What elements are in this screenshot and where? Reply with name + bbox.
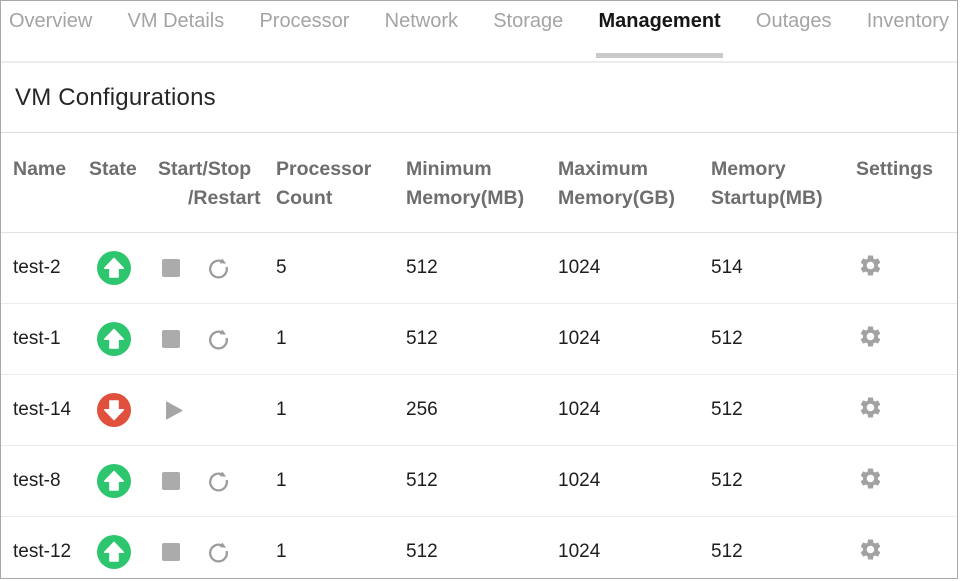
- table-row: test-1: [1, 303, 957, 375]
- table-body: test-2: [1, 232, 957, 578]
- minimum-memory: 512: [406, 445, 558, 517]
- vm-name: test-12: [1, 516, 89, 578]
- table-row: test-8: [1, 445, 957, 517]
- gear-icon[interactable]: [858, 324, 883, 349]
- tab-network[interactable]: Network: [385, 1, 458, 61]
- processor-count: 1: [276, 516, 406, 578]
- arrow-down-circle-icon: [97, 393, 131, 427]
- play-icon[interactable]: [162, 399, 185, 422]
- tab-label: Inventory: [866, 10, 949, 32]
- minimum-memory: 512: [406, 516, 558, 578]
- column-header: Memory Startup(MB): [711, 133, 856, 233]
- gear-icon[interactable]: [858, 395, 883, 420]
- vm-name: test-8: [1, 445, 89, 517]
- column-header: Maximum Memory(GB): [558, 133, 711, 233]
- maximum-memory: 1024: [558, 516, 711, 578]
- page-title: VM Configurations: [15, 84, 216, 111]
- memory-startup: 514: [711, 232, 856, 304]
- tab-outages[interactable]: Outages: [756, 1, 832, 61]
- vm-name: test-14: [1, 374, 89, 446]
- maximum-memory: 1024: [558, 303, 711, 375]
- column-header: Settings: [856, 133, 957, 233]
- column-header: Processor Count: [276, 133, 406, 233]
- restart-icon[interactable]: [206, 327, 231, 352]
- stop-square-icon[interactable]: [162, 259, 180, 277]
- vm-name: test-2: [1, 232, 89, 304]
- arrow-up-circle-icon: [97, 251, 131, 285]
- tab-label: VM Details: [127, 10, 225, 32]
- stop-square-icon[interactable]: [162, 543, 180, 561]
- tab-overview[interactable]: Overview: [9, 1, 92, 61]
- gear-icon[interactable]: [858, 537, 883, 562]
- memory-startup: 512: [711, 374, 856, 446]
- section-header: VM Configurations: [1, 63, 957, 133]
- tab-label: Network: [384, 10, 459, 32]
- vm-config-table: Name State Start/Stop /Restart Processor…: [1, 133, 957, 578]
- table-row: test-14: [1, 374, 957, 446]
- table-row: test-2: [1, 232, 957, 304]
- table-row: test-12: [1, 516, 957, 578]
- restart-icon[interactable]: [206, 540, 231, 565]
- restart-icon[interactable]: [206, 256, 231, 281]
- tab-inventory[interactable]: Inventory: [867, 1, 949, 61]
- column-header: Minimum Memory(MB): [406, 133, 558, 233]
- tab-management[interactable]: Management: [596, 1, 723, 61]
- stop-square-icon[interactable]: [162, 330, 180, 348]
- processor-count: 1: [276, 445, 406, 517]
- memory-startup: 512: [711, 516, 856, 578]
- restart-icon[interactable]: [206, 469, 231, 494]
- maximum-memory: 1024: [558, 232, 711, 304]
- minimum-memory: 512: [406, 303, 558, 375]
- arrow-up-circle-icon: [97, 535, 131, 569]
- arrow-up-circle-icon: [97, 464, 131, 498]
- gear-icon[interactable]: [858, 253, 883, 278]
- maximum-memory: 1024: [558, 374, 711, 446]
- maximum-memory: 1024: [558, 445, 711, 517]
- tab-label: Outages: [755, 10, 832, 32]
- column-header: Name: [1, 133, 89, 233]
- tab-vm-details[interactable]: VM Details: [128, 1, 225, 61]
- tab-label: Storage: [493, 10, 564, 32]
- column-header: State: [89, 133, 158, 233]
- table-header-row: Name State Start/Stop /Restart Processor…: [1, 133, 957, 233]
- memory-startup: 512: [711, 303, 856, 375]
- processor-count: 5: [276, 232, 406, 304]
- processor-count: 1: [276, 303, 406, 375]
- minimum-memory: 512: [406, 232, 558, 304]
- tab-label: Overview: [9, 10, 93, 32]
- column-header: Start/Stop /Restart: [158, 133, 276, 233]
- tab-label: Processor: [259, 10, 350, 32]
- stop-square-icon[interactable]: [162, 472, 180, 490]
- vm-name: test-1: [1, 303, 89, 375]
- gear-icon[interactable]: [858, 466, 883, 491]
- memory-startup: 512: [711, 445, 856, 517]
- tab-bar: Overview VM Details Processor Network St…: [1, 1, 957, 63]
- processor-count: 1: [276, 374, 406, 446]
- tab-storage[interactable]: Storage: [493, 1, 563, 61]
- tab-processor[interactable]: Processor: [259, 1, 349, 61]
- minimum-memory: 256: [406, 374, 558, 446]
- arrow-up-circle-icon: [97, 322, 131, 356]
- tab-label: Management: [598, 10, 721, 32]
